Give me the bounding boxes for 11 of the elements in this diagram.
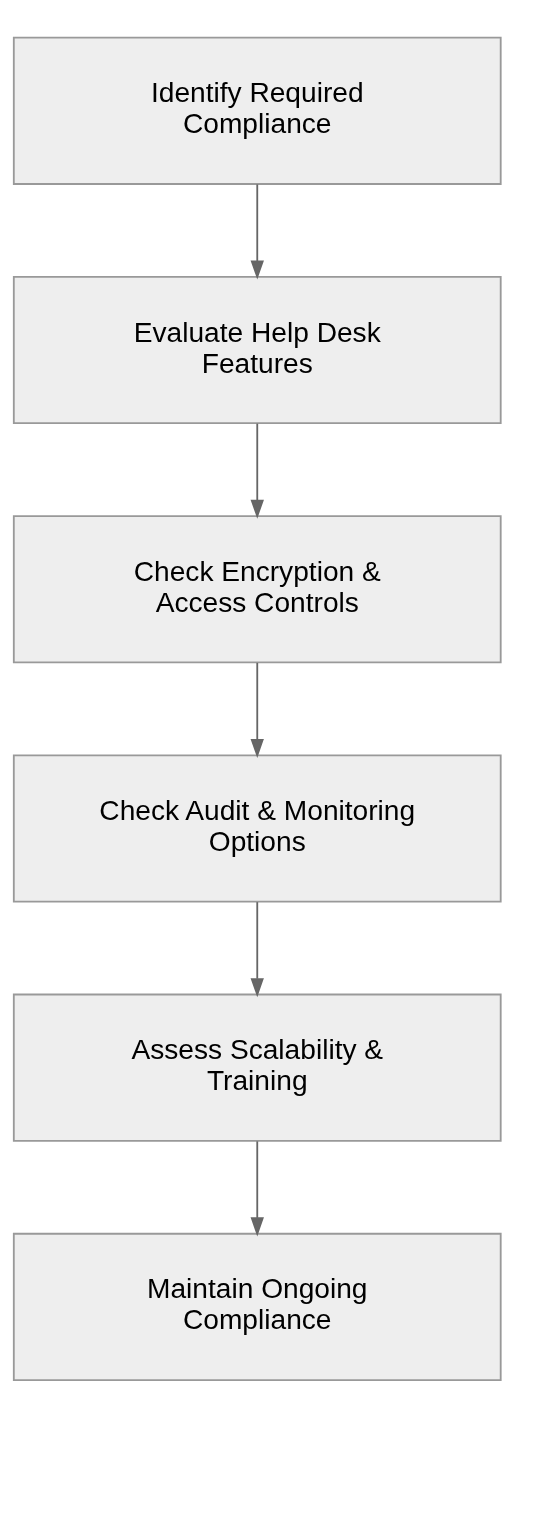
node-box: Check Encryption & Access Controls (12, 515, 502, 664)
node-box: Check Audit & Monitoring Options (12, 754, 502, 903)
node-box: Identify Required Compliance (12, 36, 502, 185)
arrow (250, 1140, 264, 1237)
node-box: Evaluate Help Desk Features (12, 275, 502, 425)
node-box: Assess Scalability & Training (12, 993, 502, 1142)
arrow (250, 661, 264, 759)
arrow (250, 183, 264, 280)
arrow (250, 422, 264, 519)
node-box: Maintain Ongoing Compliance (12, 1232, 502, 1381)
arrow (250, 901, 264, 998)
